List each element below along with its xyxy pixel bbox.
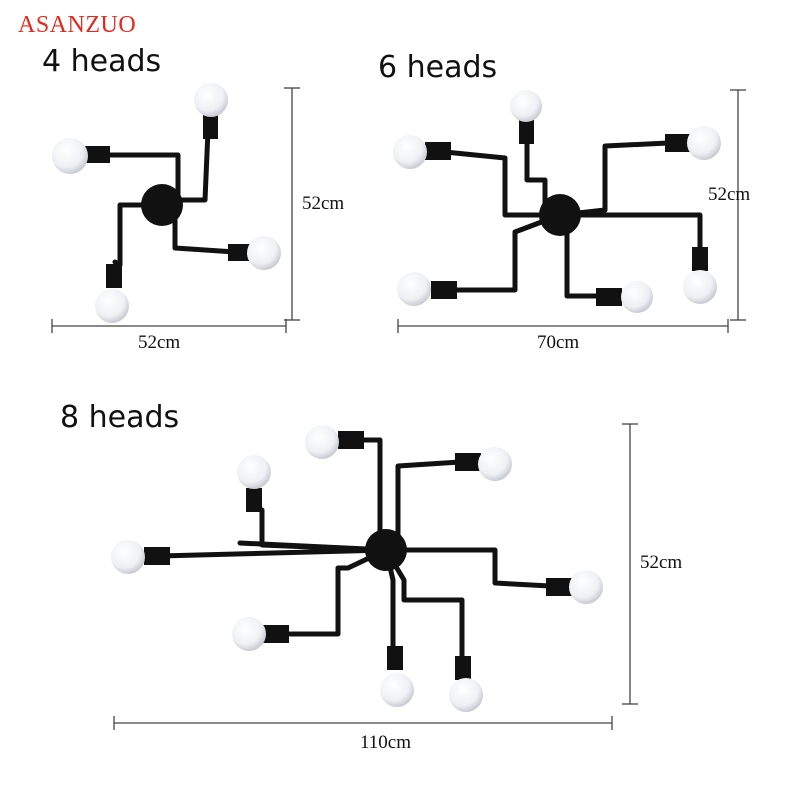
canopy-6-heads [539,194,581,236]
dimension-lines-6-heads [397,89,746,333]
width-label-8-heads: 110cm [360,732,412,753]
width-label-4-heads: 52cm [138,332,181,353]
brand-logo-text: ASANZUO [18,12,137,38]
width-label-6-heads: 70cm [537,332,580,353]
dimension-lines-8-heads [113,423,638,730]
variant-8-heads-label: 8 heads [60,400,180,435]
variant-6-heads-label: 6 heads [378,50,498,85]
variant-4-heads-label: 4 heads [42,44,162,79]
height-label-8-heads: 52cm [640,552,683,573]
canopy-8-heads [365,529,407,571]
height-label-4-heads: 52cm [302,193,345,214]
bulbs-6-heads [393,90,721,313]
height-label-6-heads: 52cm [708,184,751,205]
bulbs-8-heads [111,425,603,712]
dimension-lines-4-heads [51,87,300,333]
canopy-4-heads [141,184,183,226]
bulbs-4-heads [52,83,281,323]
